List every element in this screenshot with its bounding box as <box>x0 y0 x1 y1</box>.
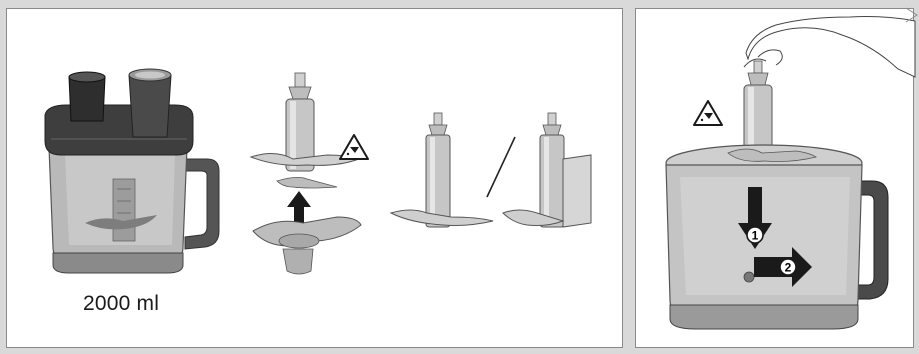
step-1-number: 1 <box>752 229 759 243</box>
illustration-panel-left: 2000 ml <box>6 8 623 348</box>
blade-variant-b-illustration <box>503 113 591 227</box>
step-2-marker: 2 <box>780 259 796 275</box>
sharp-blade-warning-icon <box>340 135 368 159</box>
blade-assembly-illustration <box>251 73 361 274</box>
illustration-panel-right: 1 2 <box>635 8 914 348</box>
hand-illustration <box>744 17 915 78</box>
step-2-number: 2 <box>785 261 792 275</box>
chopper-bowl-2000ml-illustration <box>45 69 219 273</box>
chopper-bowl-illustration <box>666 145 888 329</box>
step-1-marker: 1 <box>747 227 763 243</box>
variant-separator-slash <box>487 137 515 197</box>
bowl-capacity-label: 2000 ml <box>83 292 159 316</box>
blade-variant-a-illustration <box>391 113 493 227</box>
sharp-blade-warning-icon <box>694 101 722 125</box>
right-illustrations: 1 2 <box>636 9 915 349</box>
